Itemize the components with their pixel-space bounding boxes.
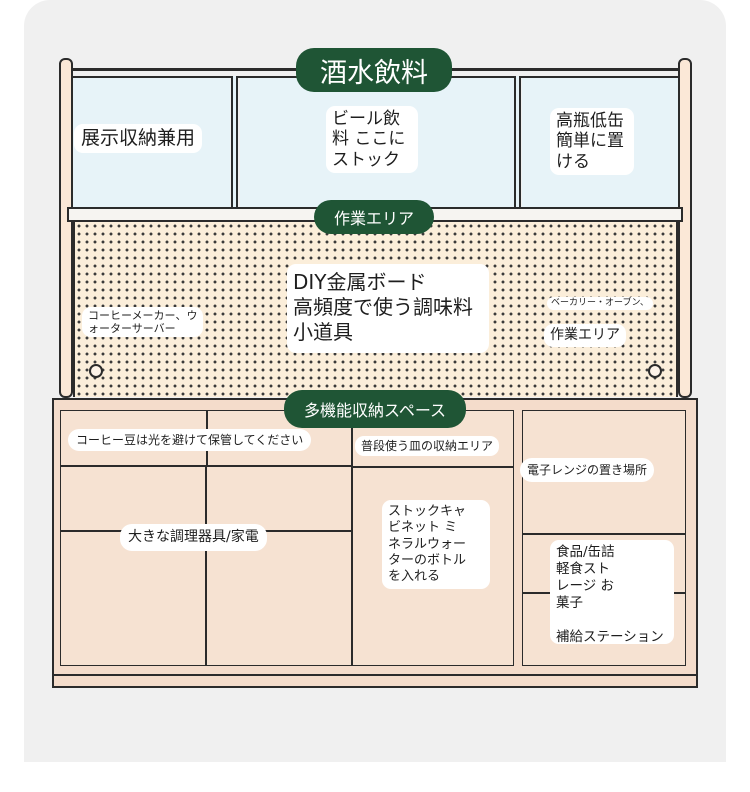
pegboard-center-label: DIY金属ボード 高頻度で使う調味料 小道具 (287, 264, 489, 353)
pegboard-right-small-label: ベーカリー・オーブン、 (547, 297, 653, 310)
cabinet-stock-label: ストックキャ ビネット ミ ネラルウォー ターのボトル を入れる (382, 500, 490, 590)
cabinet-food-label: 食品/缶詰 軽食スト レージ お 菓子 (550, 540, 674, 644)
mount-hole-left (89, 364, 103, 378)
divider-right (514, 76, 521, 208)
cabinet-cell-lower-left (60, 466, 206, 666)
work-section-title: 作業エリア (314, 200, 434, 234)
top-shelf-center-label: ビール飲 料 ここに ストック (326, 106, 418, 174)
divider-left (231, 76, 238, 208)
left-post (59, 58, 73, 398)
cabinet-stock-shelf (352, 466, 514, 468)
mount-hole-right (648, 364, 662, 378)
pegboard-right-label: 作業エリア (544, 324, 626, 347)
right-post (678, 58, 692, 398)
cabinet-microwave-label: 電子レンジの置き場所 (520, 458, 655, 483)
cabinet-dishes-label: 普段使う皿の収納エリア (355, 436, 500, 457)
cabinet-section-title: 多機能収納スペース (284, 390, 466, 428)
cabinet-cell-lower-mid (206, 466, 352, 666)
top-shelf-right-label: 高瓶低缶 簡単に置 ける (550, 108, 634, 176)
pegboard-left-label: コーヒーメーカー、ウ ォーターサーバー (82, 307, 204, 338)
cabinet-coffee-label: コーヒー豆は光を避けて保管してください (68, 429, 312, 452)
top-shelf-left-label: 展示収納兼用 (74, 124, 203, 153)
top-section-title: 酒水飲料 (296, 48, 452, 92)
cabinet-supply-label: 補給ステーション (556, 629, 664, 645)
cabinet-appliances-label: 大きな調理器具/家電 (120, 524, 267, 551)
cabinet-base-line (52, 674, 698, 676)
